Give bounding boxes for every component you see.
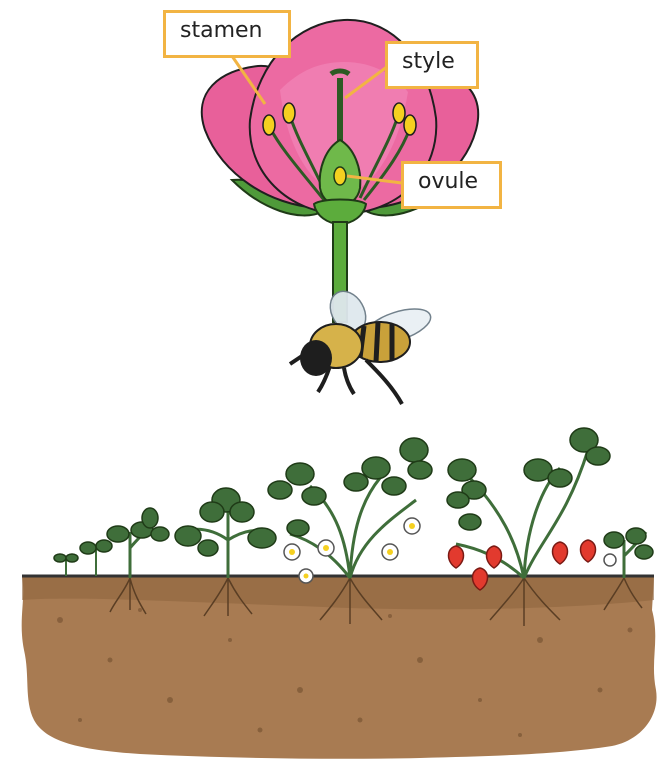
seedling-small (54, 540, 112, 576)
plant-edge (604, 528, 653, 578)
stamen-label: stamen (163, 10, 291, 58)
ovule-label-text: ovule (418, 169, 478, 194)
ovule (334, 167, 346, 185)
style-label-text: style (402, 49, 455, 74)
soil (22, 576, 657, 759)
plant-medium (175, 488, 276, 578)
bee (290, 285, 435, 404)
plant-flowering (268, 438, 432, 583)
receptacle (314, 200, 366, 225)
style-label: style (385, 41, 479, 89)
plant-young (107, 508, 169, 578)
plant-fruiting (447, 428, 610, 590)
ovule-label: ovule (401, 161, 502, 209)
stamen-label-text: stamen (180, 18, 262, 43)
